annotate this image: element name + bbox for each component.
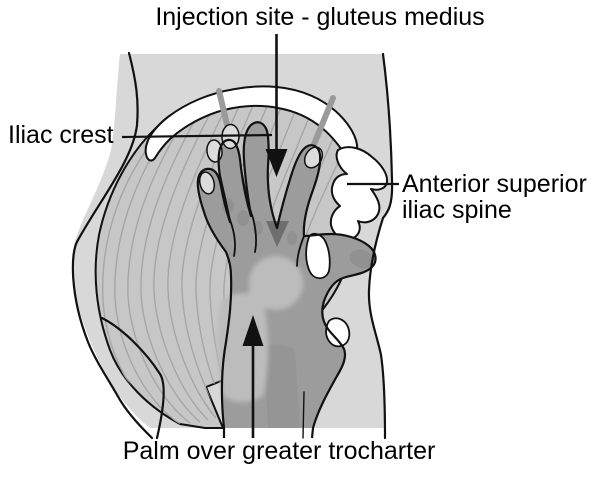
- body-outlines: [71, 51, 394, 440]
- v-gap-shadow: [266, 221, 289, 247]
- thumb-tip-shade: [349, 249, 375, 269]
- iliac-crest-band: [144, 85, 359, 162]
- asis-label-line1: Anterior superior: [402, 170, 587, 198]
- fingernail-little: [198, 171, 216, 195]
- gluteal-fold-line: [100, 316, 165, 440]
- hand-outline: [196, 121, 377, 439]
- asis-marker: [329, 146, 389, 241]
- body-outline-right: [367, 52, 394, 440]
- hand: [196, 121, 377, 439]
- asis-label: Anterior superior iliac spine: [402, 171, 587, 223]
- injection-site-label: Injection site - gluteus medius: [155, 3, 485, 31]
- body-outline-left: [71, 51, 154, 440]
- iliac-crest-label: Iliac crest: [8, 121, 114, 149]
- trochanter-arrow: [242, 315, 264, 438]
- asis-label-line2: iliac spine: [402, 196, 512, 224]
- iliac-crest-leader-line: [121, 133, 273, 139]
- injection-site-arrow: [265, 34, 288, 177]
- greater-trochanter-label: Palm over greater trocharter: [122, 437, 436, 465]
- wrist-shading: [264, 344, 300, 428]
